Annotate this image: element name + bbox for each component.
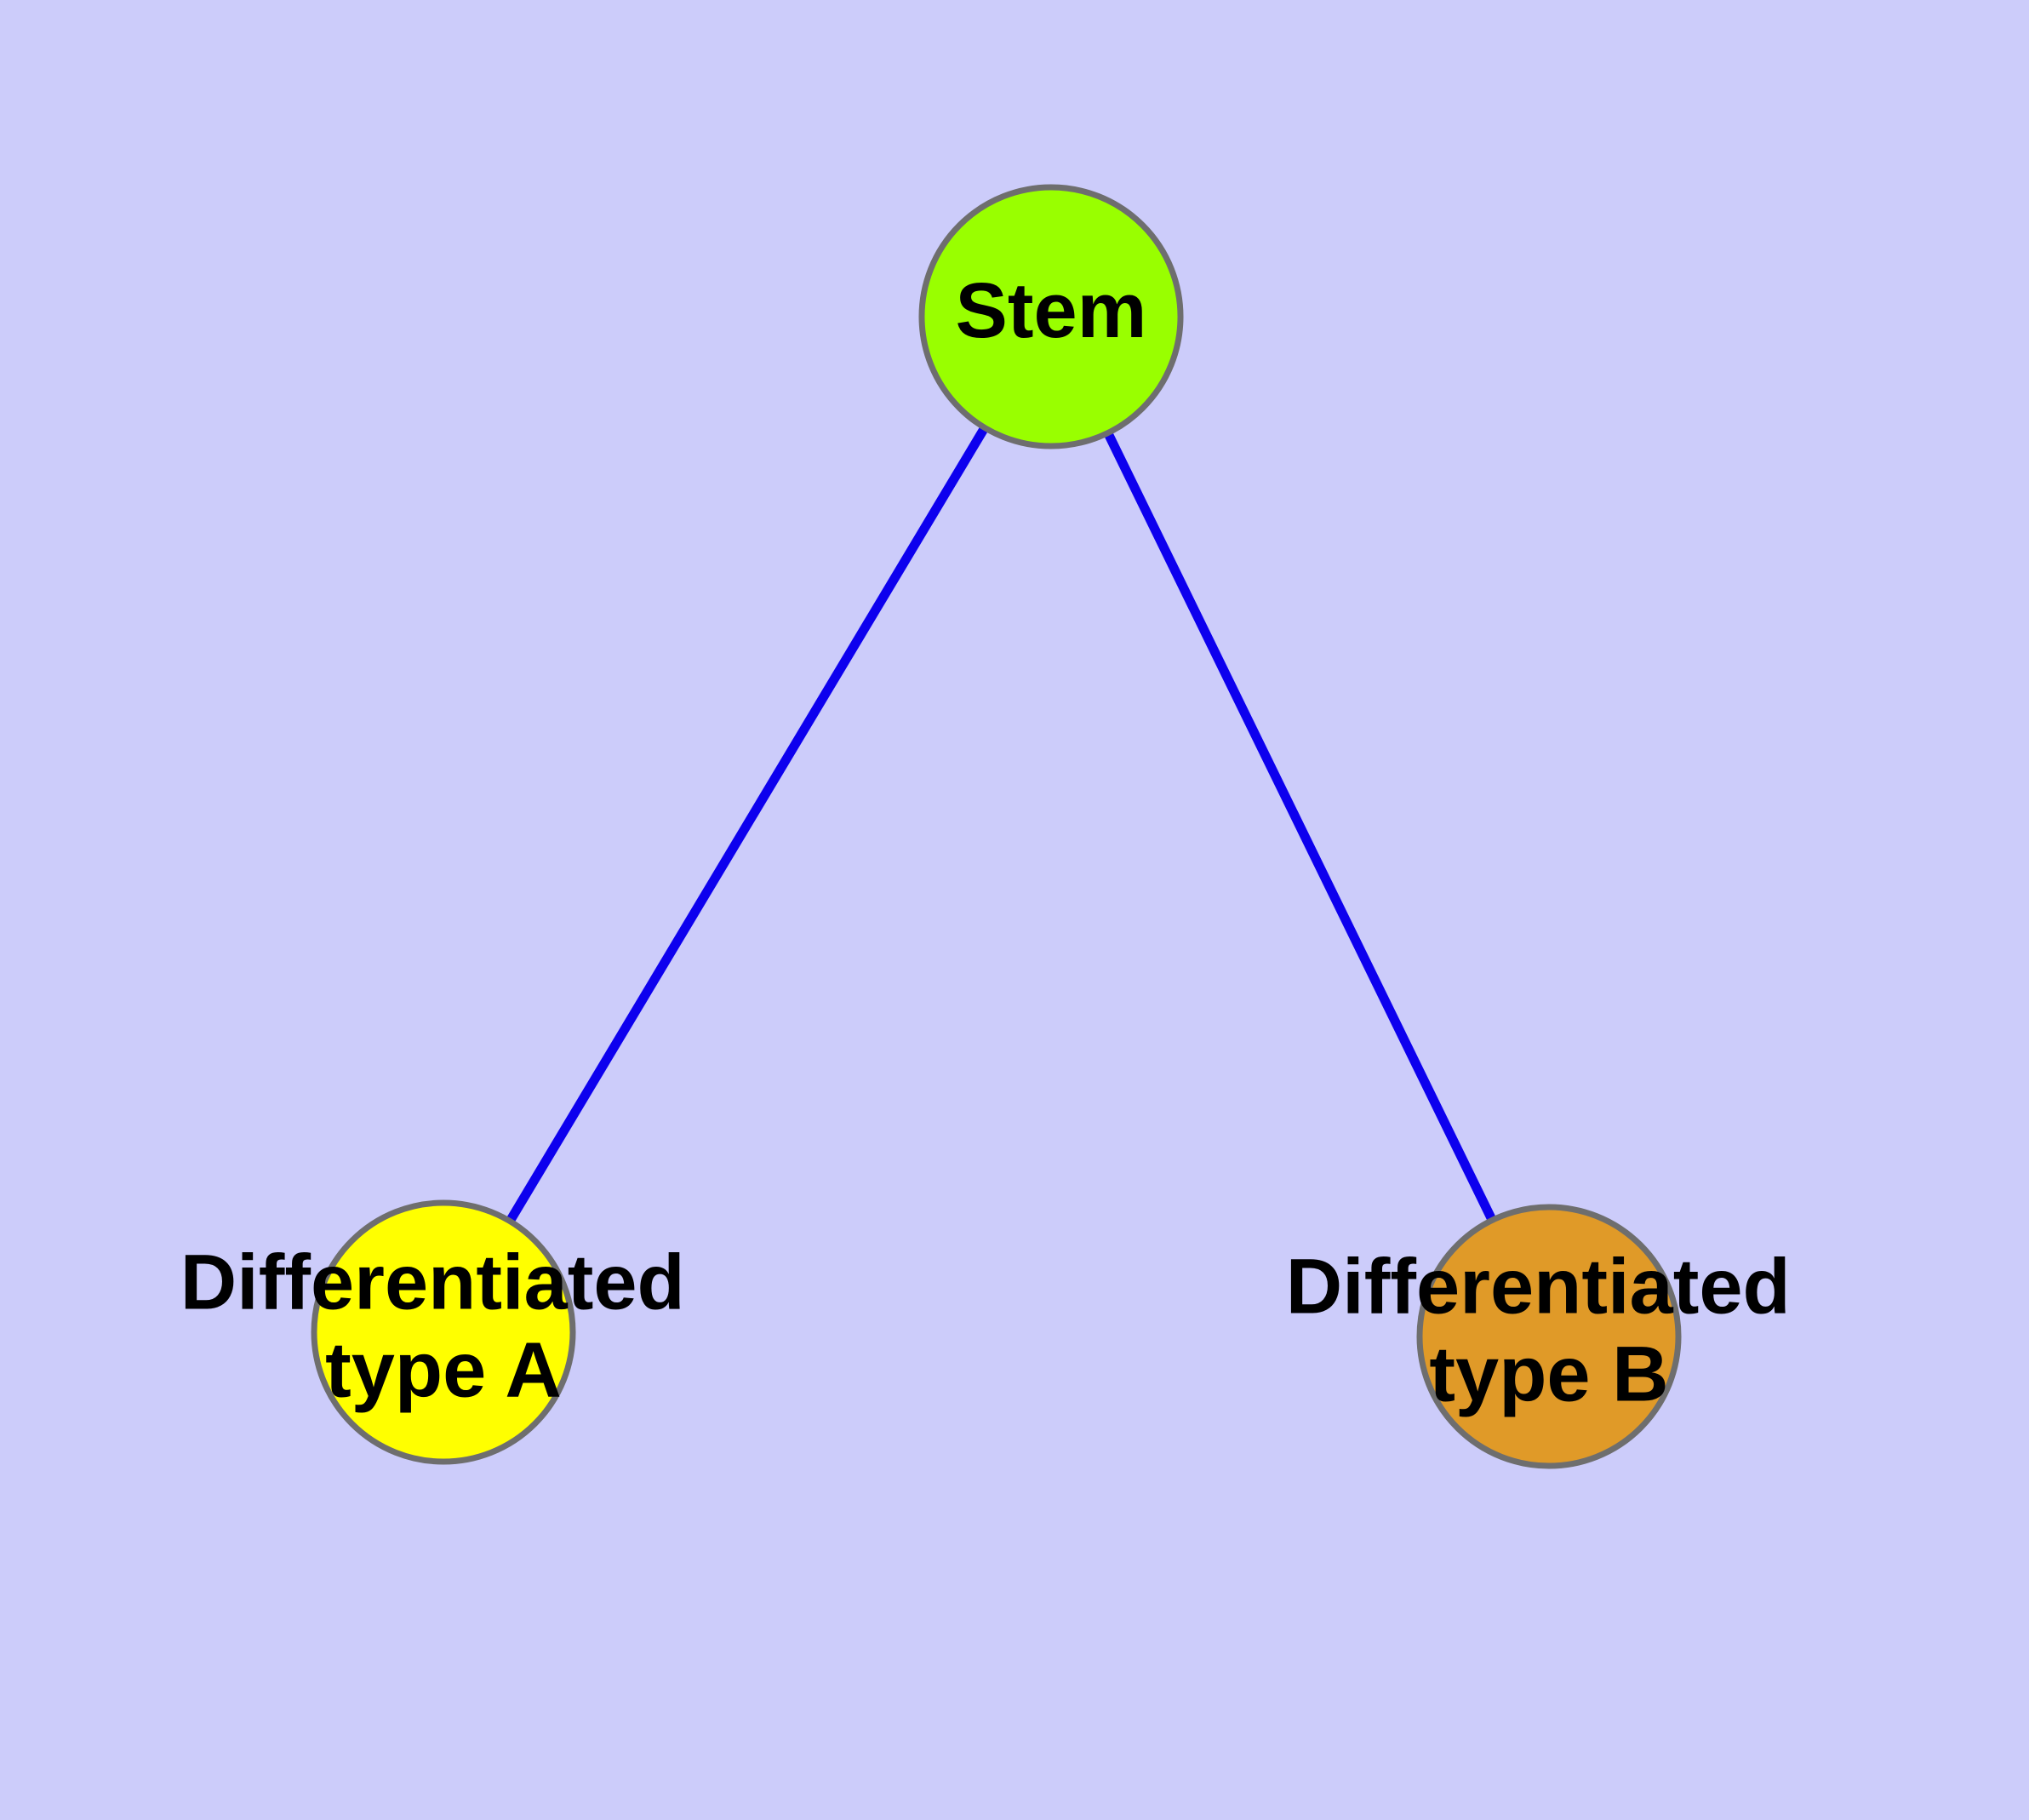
node-type-b-circle[interactable] [1416, 1204, 1682, 1469]
node-stem-label: Stem [956, 267, 1147, 354]
node-type-a-label-line-2: type A [325, 1327, 562, 1414]
node-type-a-circle[interactable] [311, 1199, 576, 1465]
node-type-b-label: Differentiated type B [1286, 1244, 1813, 1418]
node-stem-circle[interactable] [918, 184, 1184, 449]
node-stem[interactable] [918, 184, 1184, 449]
node-layer [311, 184, 1682, 1469]
node-type-a-label-line-1: Differentiated [180, 1239, 685, 1326]
node-type-b-label-line-1: Differentiated [1286, 1244, 1791, 1331]
edge-layer [506, 425, 1497, 1224]
edge-stem-to-type-a[interactable] [506, 425, 989, 1224]
edge-stem-to-type-b[interactable] [1103, 431, 1497, 1222]
label-layer: Stem Differentiated type A Differentiate… [180, 267, 1813, 1418]
node-type-a[interactable] [311, 1199, 576, 1465]
node-type-b[interactable] [1416, 1204, 1682, 1469]
node-type-a-label: Differentiated type A [180, 1239, 707, 1414]
node-type-b-label-line-2: type B [1429, 1331, 1668, 1418]
node-stem-label-line-1: Stem [956, 267, 1147, 354]
